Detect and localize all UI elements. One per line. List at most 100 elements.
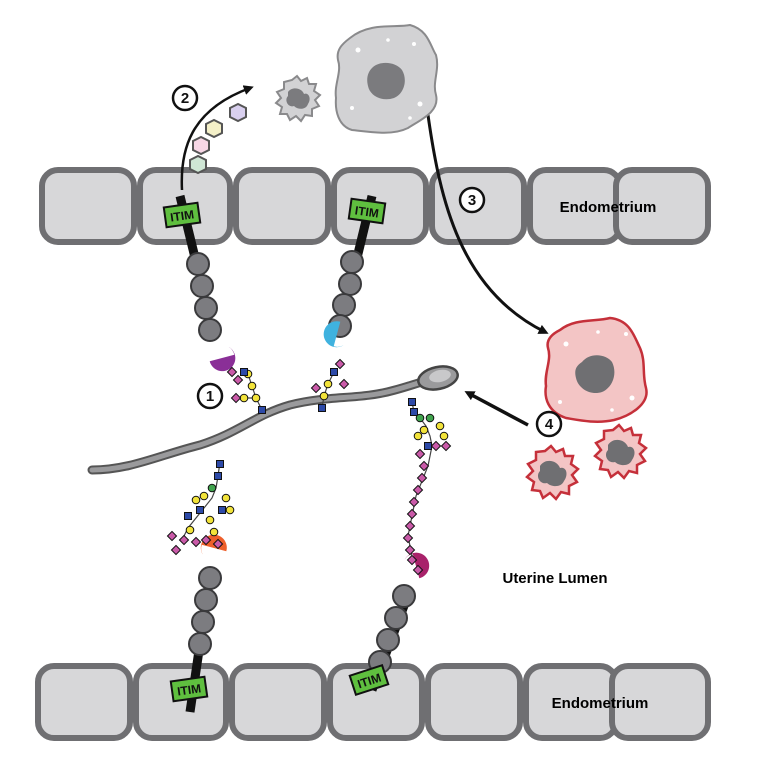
glycan-link [247, 373, 263, 411]
step-1-number: 1 [206, 388, 214, 405]
epithelial-cell [233, 167, 331, 245]
sperm [87, 365, 459, 475]
glycan-galactose [419, 425, 429, 435]
itim-label: ITIM [169, 207, 195, 224]
glycan-sialic-acid [406, 508, 418, 520]
uterine-lumen-label: Uterine Lumen [502, 570, 607, 587]
epithelial-cell [425, 663, 523, 741]
endometrium-top-label: Endometrium [560, 199, 657, 216]
epithelial-cell [133, 663, 229, 741]
receptor-head [323, 321, 344, 348]
receptor-bead [376, 628, 400, 652]
glycan-glcnac [424, 442, 432, 450]
glycan-glcnac [214, 472, 222, 480]
step-markers: 1 2 3 4 [171, 84, 563, 438]
glycan-sialic-acid [404, 544, 416, 556]
glycan-galactose [221, 493, 231, 503]
glycan-glcnac [240, 368, 248, 376]
glycan-sialic-acid [232, 374, 244, 386]
glycan-hexagon [229, 102, 247, 123]
itim-label: ITIM [354, 203, 380, 220]
glycan-galactose [323, 379, 333, 389]
glycan-link [321, 371, 335, 409]
epithelial-cell [229, 663, 327, 741]
step-2-number: 2 [181, 90, 189, 107]
glycan-glcnac [318, 404, 326, 412]
glycan-glcnac [218, 506, 226, 514]
itim-domain: ITIM [348, 663, 390, 697]
arrow-step-3 [426, 114, 549, 334]
glycan-galactose [247, 381, 257, 391]
epithelial-cell [35, 663, 133, 741]
glycan-sialic-acid [334, 358, 346, 370]
immune-cells-activated [525, 316, 648, 501]
itim-box [347, 197, 387, 225]
glycan-sialic-acid [430, 440, 442, 452]
glycan-galactose [191, 495, 201, 505]
arrows [180, 85, 549, 427]
step-marker-3: 3 [458, 186, 486, 214]
receptor-bead [191, 610, 215, 634]
glycan-galactose [251, 393, 261, 403]
itim-box [348, 663, 390, 697]
receptor-bead [194, 588, 218, 612]
glycan-hexagon [189, 154, 207, 175]
receptor-bead [340, 250, 364, 274]
receptor-bead [198, 318, 222, 342]
glycan-sialic-acid [412, 564, 424, 576]
receptor-bead [384, 606, 408, 630]
itim-domain: ITIM [162, 201, 202, 229]
glycan-sialic-acid [310, 382, 322, 394]
receptor-head-shape [323, 321, 344, 348]
receptor-bead [190, 274, 214, 298]
glycan-sialic-acid [178, 534, 190, 546]
glycan-sialic-acid [170, 544, 182, 556]
step-4-number: 4 [545, 416, 554, 433]
epithelial-cell [39, 167, 137, 245]
receptor-bead [198, 566, 222, 590]
glycan-galactose [425, 413, 435, 423]
glycan-galactose [415, 413, 425, 423]
glycan-galactose [413, 431, 423, 441]
receptor-head-shape [404, 552, 430, 579]
glycan-galactose [199, 491, 209, 501]
step-marker-1: 1 [196, 382, 224, 410]
epithelial-cell [613, 167, 711, 245]
receptor-bead [194, 296, 218, 320]
glycan-sialic-acid [416, 472, 428, 484]
glycan-sialic-acid [200, 534, 212, 546]
glycan-glcnac [410, 408, 418, 416]
receptor-head [209, 346, 236, 372]
itim-domain: ITIM [347, 197, 387, 225]
glycan-hexagon [192, 135, 210, 156]
receptor-bead [338, 272, 362, 296]
receptors: ITIM ITIM ITIM ITIM [162, 194, 430, 713]
glycan-sialic-acid [408, 496, 420, 508]
itim-domain: ITIM [169, 675, 209, 703]
receptor-bead [332, 293, 356, 317]
epithelial-cell [609, 663, 711, 741]
glycan-sialic-acid [212, 538, 224, 550]
glycan-galactose [225, 505, 235, 515]
glycan-glcnac [196, 506, 204, 514]
released-glycans [189, 102, 247, 175]
glycan-sialic-acid [414, 448, 426, 460]
glycan-glcnac [258, 406, 266, 414]
glycan-galactose [207, 483, 217, 493]
glycan-sialic-acid [166, 530, 178, 542]
glycan-galactose [185, 525, 195, 535]
glycan-sialic-acid [440, 440, 452, 452]
itim-label: ITIM [176, 681, 202, 698]
arrow-step-4 [464, 391, 529, 427]
receptor-bead [392, 584, 416, 608]
glycan-sialic-acid [190, 536, 202, 548]
endometrium-top-layer: Endometrium [39, 165, 711, 247]
receptor-bead [186, 252, 210, 276]
glycan-sialic-acid [418, 460, 430, 472]
itim-box [162, 201, 202, 229]
glycan-glcnac [216, 460, 224, 468]
glycan-hexagon [205, 118, 223, 139]
endometrium-bottom-layer: Endometrium [35, 663, 711, 741]
